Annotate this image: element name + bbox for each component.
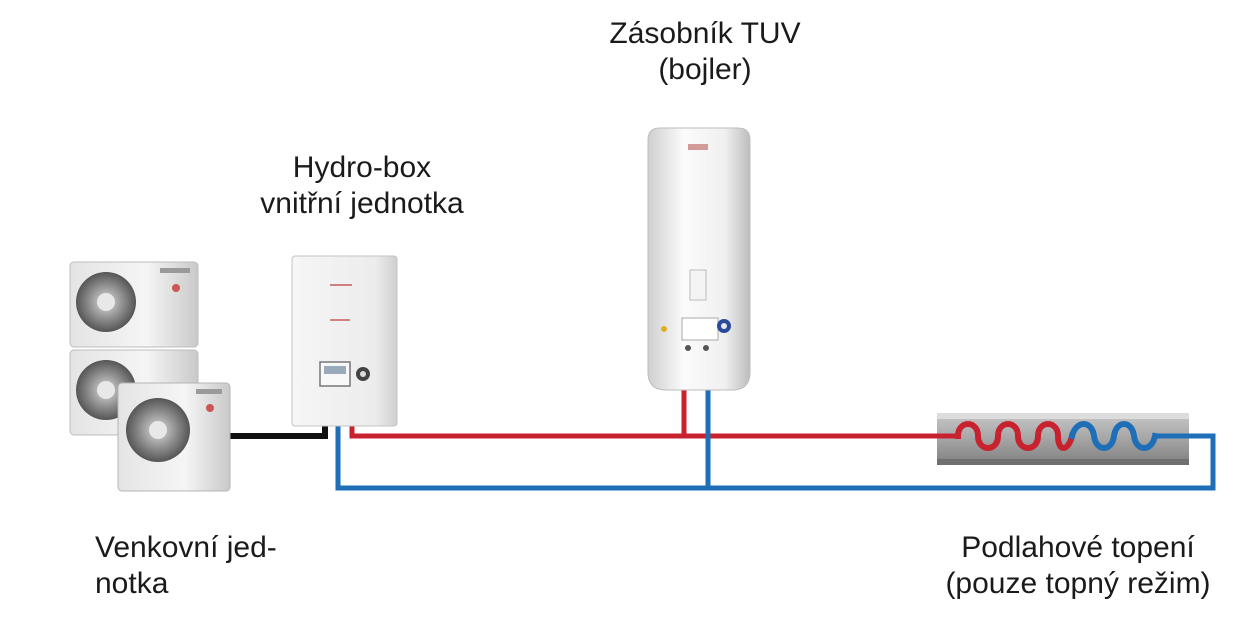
floor-heating-label-line2: (pouze topný režim) [945, 567, 1211, 600]
floor-heating-label: Podlahové topení (pouze topný režim) [920, 530, 1236, 602]
hot-supply-pipe [349, 421, 961, 439]
outdoor-unit-label: Venkovní jed- notka [95, 530, 355, 602]
cold-return-pipe [335, 421, 1216, 491]
pipework [223, 387, 1216, 491]
outdoor-unit-label-line1: Venkovní jed- [95, 531, 277, 564]
hydrobox-label-line1: Hydro-box [292, 151, 432, 184]
floor-heating-label-line1: Podlahové topení [961, 531, 1195, 564]
hydrobox-label: Hydro-box vnitřní jednotka [212, 150, 512, 222]
tank-label-line2: (bojler) [658, 53, 752, 86]
floor-coil-cold [1068, 421, 1159, 451]
tank-label: Zásobník TUV (bojler) [565, 16, 845, 88]
refrigerant-line [223, 422, 328, 439]
hydro-box-icon [291, 255, 398, 427]
outdoor-unit-label-line2: notka [95, 567, 169, 600]
hydrobox-label-line2: vnitřní jednotka [260, 187, 464, 220]
tank-label-line1: Zásobník TUV [609, 17, 801, 50]
floor-coil-hot [954, 421, 1076, 451]
water-tank-icon [647, 127, 751, 391]
outdoor-unit-icon [69, 261, 231, 492]
